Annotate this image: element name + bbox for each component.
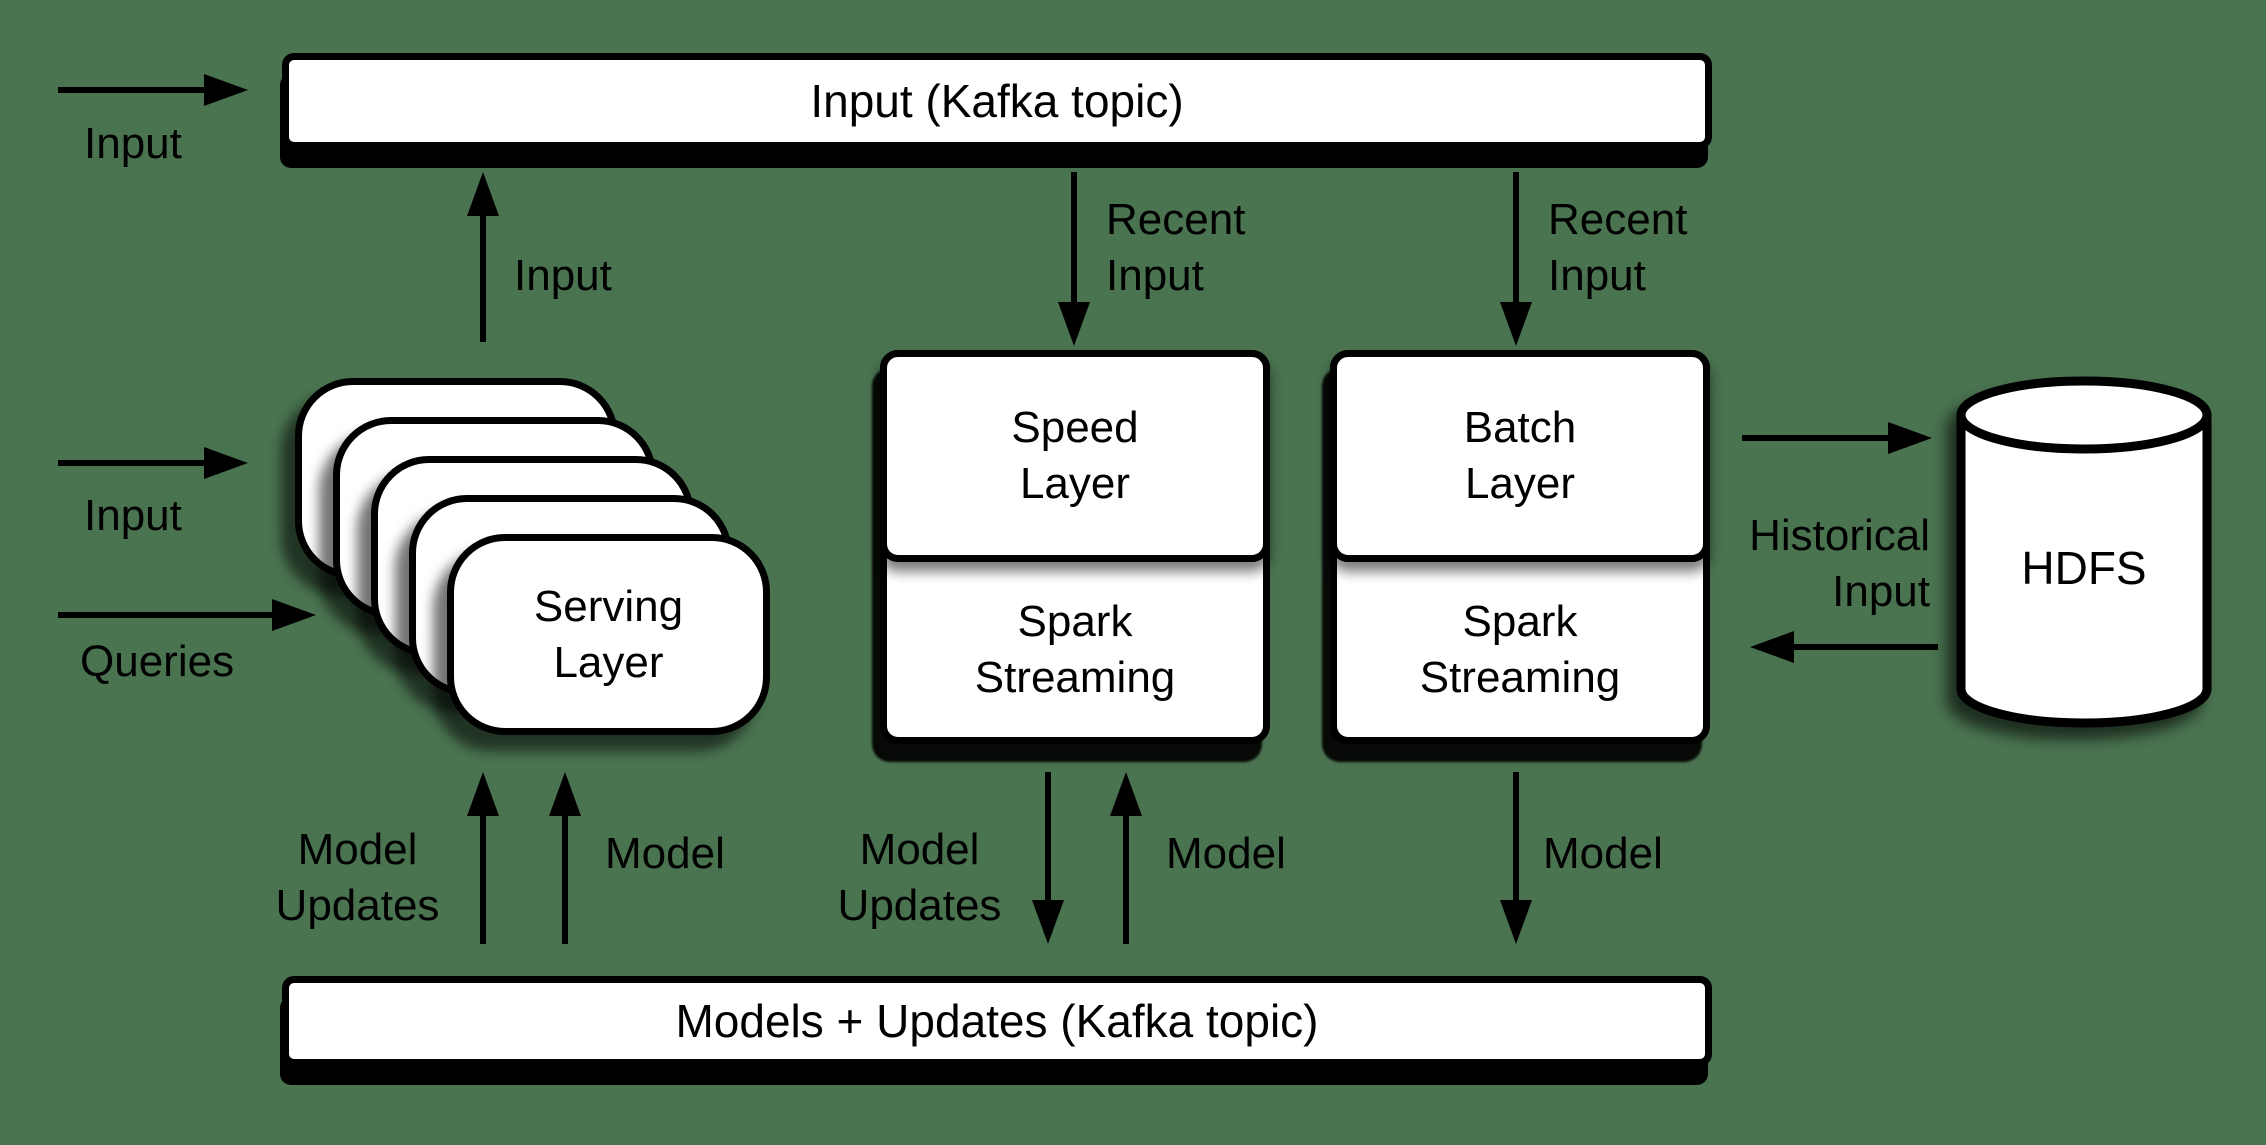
speed-layer-title: Speed Layer (1011, 403, 1139, 508)
label-historical-input: Historical Input (1749, 511, 1930, 616)
kafka-models-topic-label: Models + Updates (Kafka topic) (675, 995, 1319, 1047)
kafka-input-topic-bar: Input (Kafka topic) (282, 53, 1712, 149)
arrow-batch-to-hdfs (1742, 435, 1888, 441)
arrow-input-to-kafka (480, 216, 486, 342)
label-model-speed: Model (1166, 829, 1286, 878)
label-model-batch: Model (1543, 829, 1663, 878)
label-model-updates-speed: Model Updates (837, 825, 1002, 930)
label-input-to-serving: Input (84, 491, 182, 540)
serving-card-front: Serving Layer (447, 534, 770, 735)
arrow-queries-to-serving (58, 612, 272, 618)
speed-layer-box: Speed Layer Spark Streaming (880, 350, 1270, 744)
arrow-model-updates-from-speed (1045, 772, 1051, 900)
batch-layer-title: Batch Layer (1463, 403, 1577, 508)
arrow-model-to-speed (1123, 816, 1129, 944)
kafka-input-topic-label: Input (Kafka topic) (810, 75, 1184, 127)
batch-layer-engine: Spark Streaming (1337, 562, 1703, 737)
arrow-recent-input-to-speed (1071, 172, 1077, 302)
batch-layer-box: Batch Layer Spark Streaming (1330, 350, 1710, 744)
label-recent-input-speed: Recent Input (1106, 195, 1246, 300)
label-recent-input-batch: Recent Input (1548, 195, 1688, 300)
arrow-model-updates-to-serving (480, 816, 486, 944)
label-queries: Queries (80, 637, 235, 686)
arrow-input-to-serving (58, 460, 204, 466)
batch-layer-panel: Batch Layer (1330, 350, 1710, 562)
label-model-serving: Model (605, 829, 725, 878)
label-input-to-kafka: Input (514, 251, 612, 300)
arrow-model-to-serving (562, 816, 568, 944)
database-cylinder-icon (1956, 376, 2212, 728)
arrow-external-input (58, 87, 204, 93)
speed-layer-engine-label: Spark Streaming (974, 596, 1176, 702)
hdfs-label: HDFS (2021, 542, 2147, 594)
speed-layer-engine: Spark Streaming (887, 562, 1263, 737)
speed-layer-panel: Speed Layer (880, 350, 1270, 562)
kafka-models-topic-bar: Models + Updates (Kafka topic) (282, 976, 1712, 1066)
label-external-input: Input (84, 119, 182, 168)
arrow-hdfs-to-batch (1794, 644, 1938, 650)
label-model-updates-serving: Model Updates (275, 825, 440, 930)
batch-layer-engine-label: Spark Streaming (1419, 596, 1621, 702)
serving-layer-label: Serving Layer (533, 581, 684, 687)
hdfs-store: HDFS (1952, 372, 2216, 732)
arrow-recent-input-to-batch (1513, 172, 1519, 302)
arrow-model-from-batch (1513, 772, 1519, 900)
